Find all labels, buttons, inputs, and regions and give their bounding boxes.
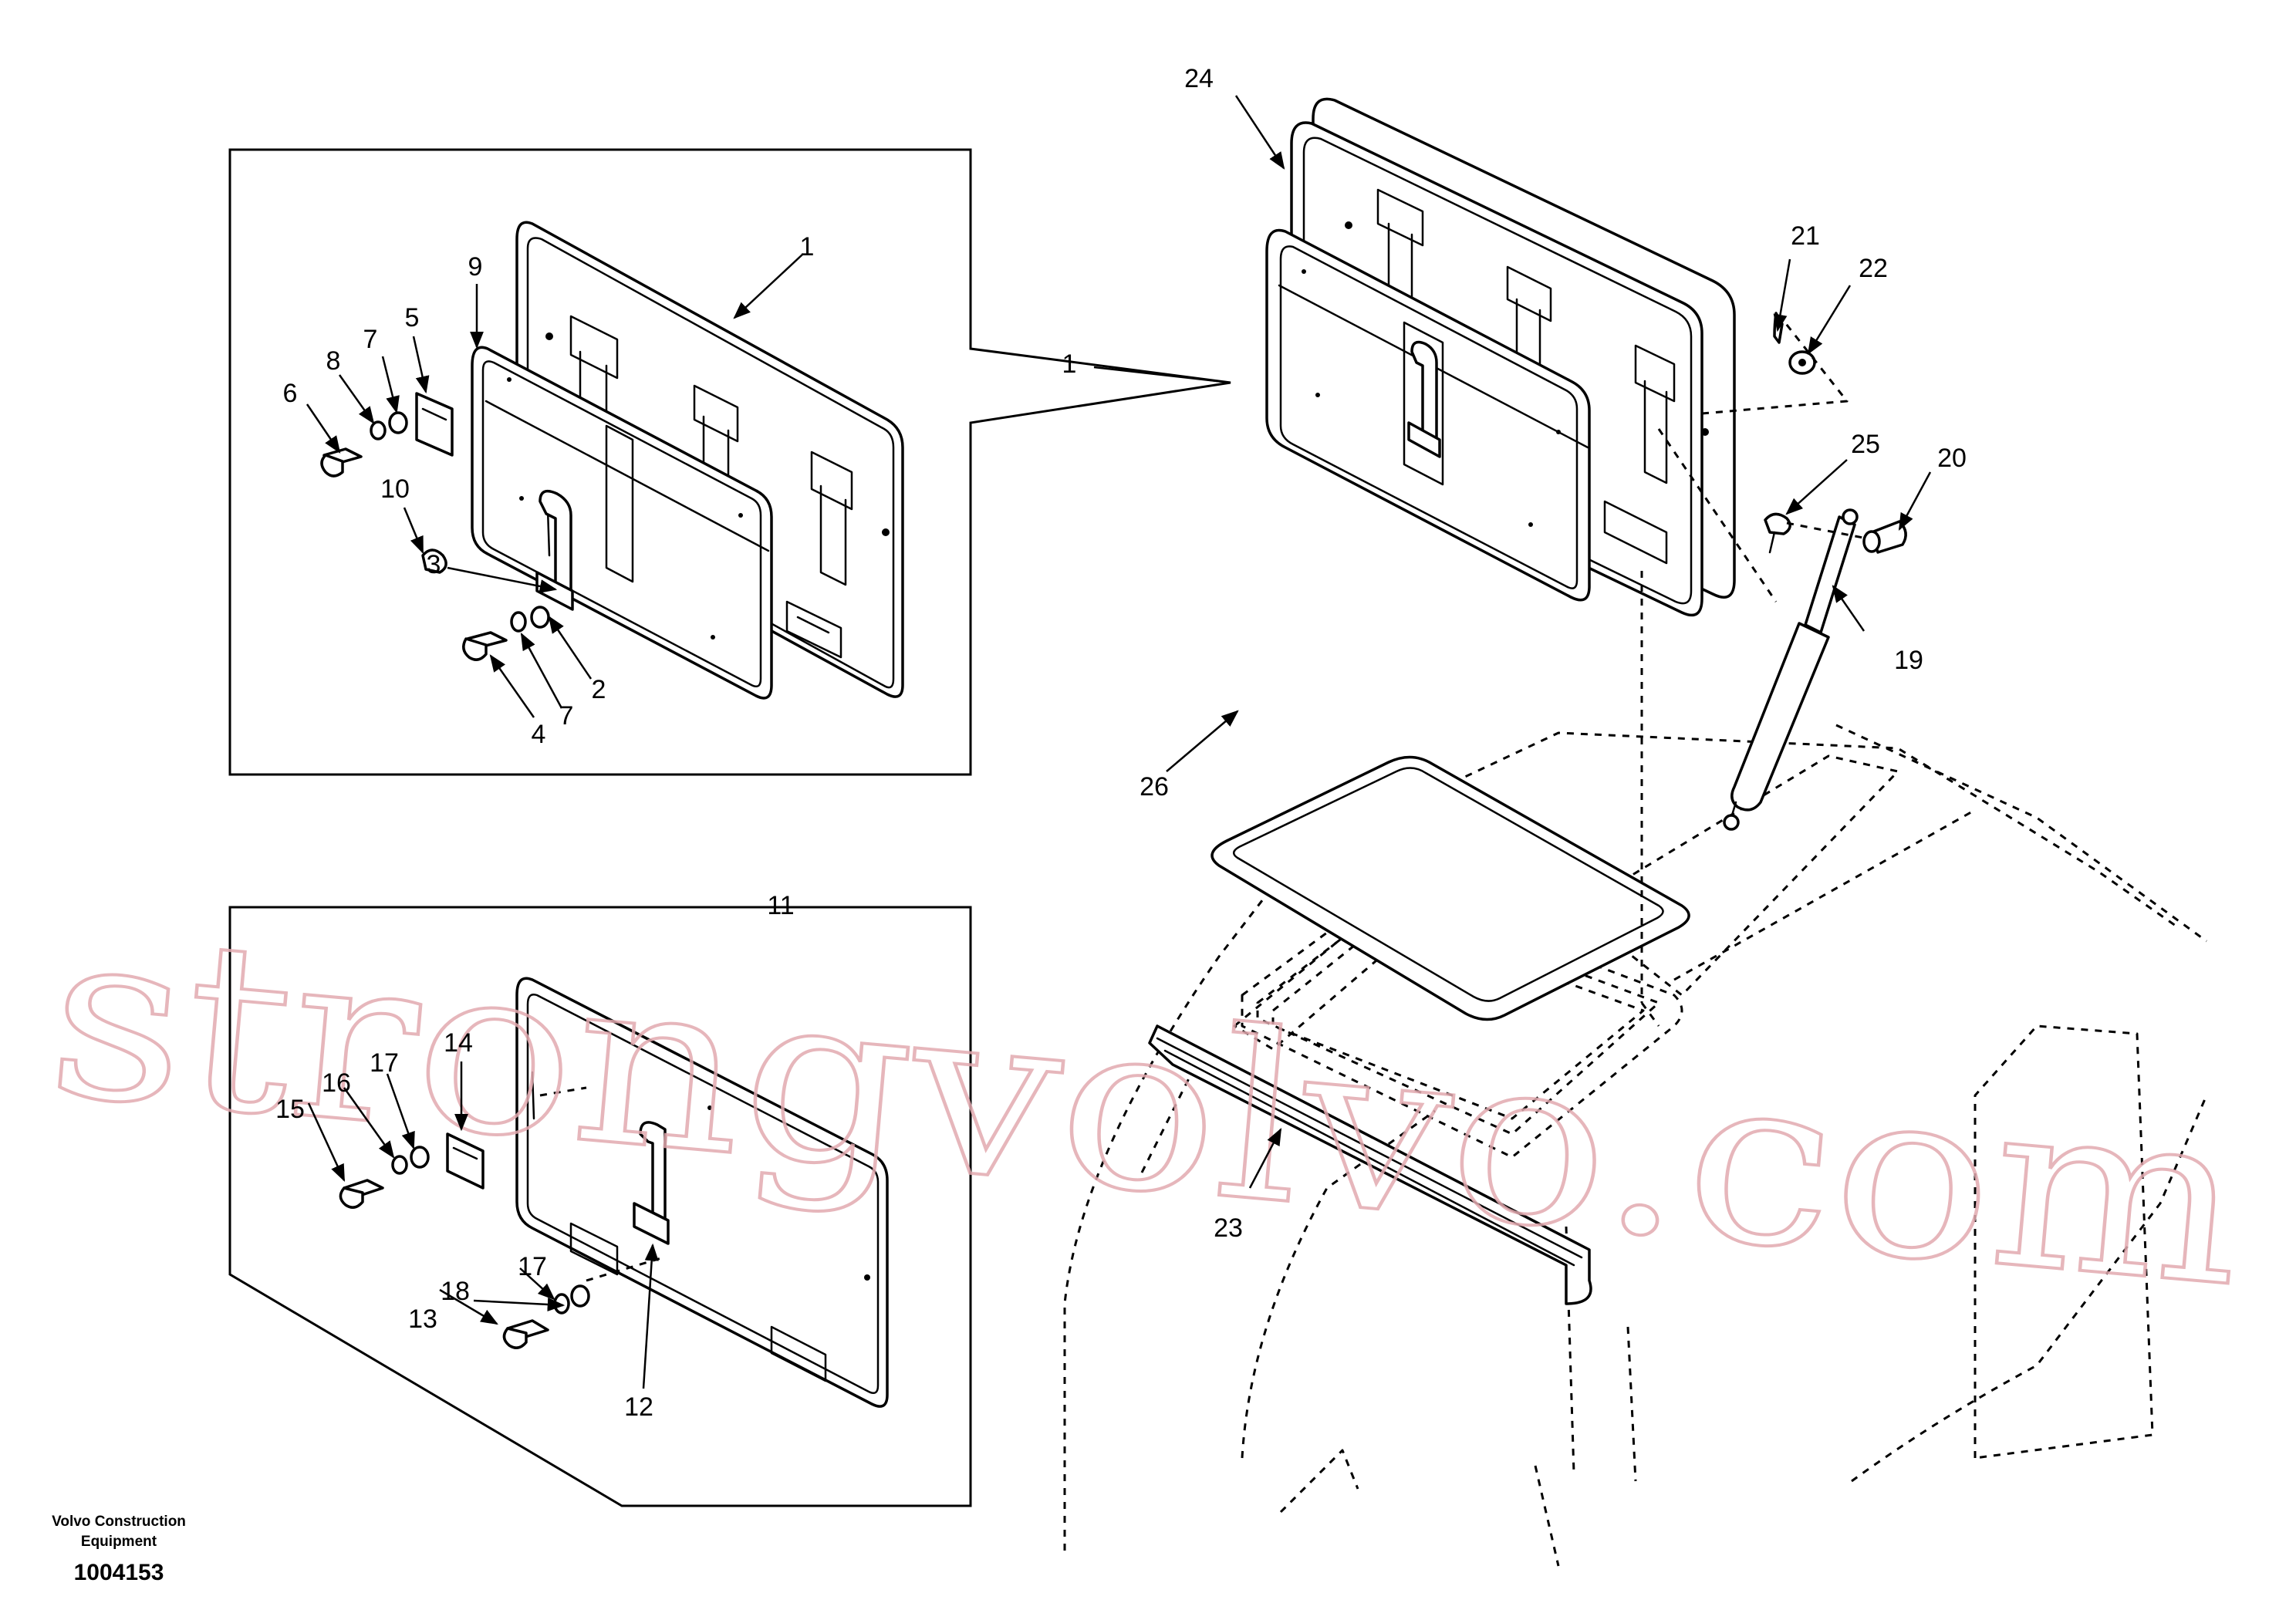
manufacturer-caption: Volvo Construction Equipment 1004153	[52, 1514, 186, 1585]
callout-9: 9	[468, 252, 483, 282]
seal-rail	[1148, 1024, 1592, 1305]
callout-20: 20	[1937, 444, 1967, 473]
leader-lines	[306, 95, 1932, 1389]
callout-24: 24	[1184, 64, 1214, 93]
roof-opening	[1241, 886, 1683, 1159]
detail-box-upper	[228, 148, 1231, 776]
detail-box-lower	[228, 906, 972, 1507]
document-number: 1004153	[74, 1560, 164, 1585]
callout-25: 25	[1851, 430, 1880, 459]
callout-17-top: 17	[370, 1048, 399, 1078]
hatch-inner-front	[1265, 228, 1591, 602]
callout-11: 11	[767, 891, 794, 920]
callout-2: 2	[592, 675, 606, 704]
callout-14: 14	[444, 1028, 473, 1058]
hardware-upper	[320, 392, 550, 661]
cushion-26	[1210, 755, 1690, 1021]
watermark: strongvolvo.com	[38, 877, 2255, 1340]
callout-10: 10	[380, 474, 410, 504]
callout-15: 15	[275, 1095, 305, 1124]
callout-26: 26	[1140, 772, 1169, 802]
callout-4: 4	[532, 720, 546, 749]
callout-21: 21	[1791, 221, 1820, 251]
callout-1-detail: 1	[800, 232, 815, 262]
callout-7-top: 7	[363, 325, 378, 354]
callout-13: 13	[408, 1304, 437, 1334]
callout-1-main: 1	[1062, 349, 1077, 379]
callout-8: 8	[326, 346, 341, 376]
callout-7-bottom: 7	[559, 701, 574, 731]
callout-19: 19	[1894, 646, 1923, 675]
callout-5: 5	[405, 303, 420, 332]
callout-22: 22	[1859, 254, 1888, 283]
gas-strut-19	[1723, 508, 1859, 831]
caption-line-1: Volvo Construction	[52, 1514, 186, 1530]
hatch-panel-lower	[515, 977, 889, 1408]
callout-12: 12	[624, 1392, 653, 1422]
hatch-panel-upper-back	[515, 221, 904, 698]
callout-3: 3	[427, 550, 441, 579]
callout-18: 18	[441, 1277, 470, 1306]
handle-lower	[633, 1121, 670, 1245]
small-parts-main	[1640, 312, 1907, 1027]
hatch-panel-upper-front	[471, 346, 773, 700]
caption-line-2: Equipment	[81, 1534, 157, 1550]
callout-6: 6	[283, 379, 298, 408]
callout-23: 23	[1214, 1213, 1243, 1243]
callout-labels: 1 1 2 3 4 5 6 7 7 8 9 10 11 12 13 14 15 …	[275, 64, 1967, 1422]
callout-16: 16	[322, 1068, 351, 1098]
callout-17-bottom: 17	[518, 1252, 547, 1281]
watermark-text: strongvolvo.com	[39, 879, 2254, 1338]
